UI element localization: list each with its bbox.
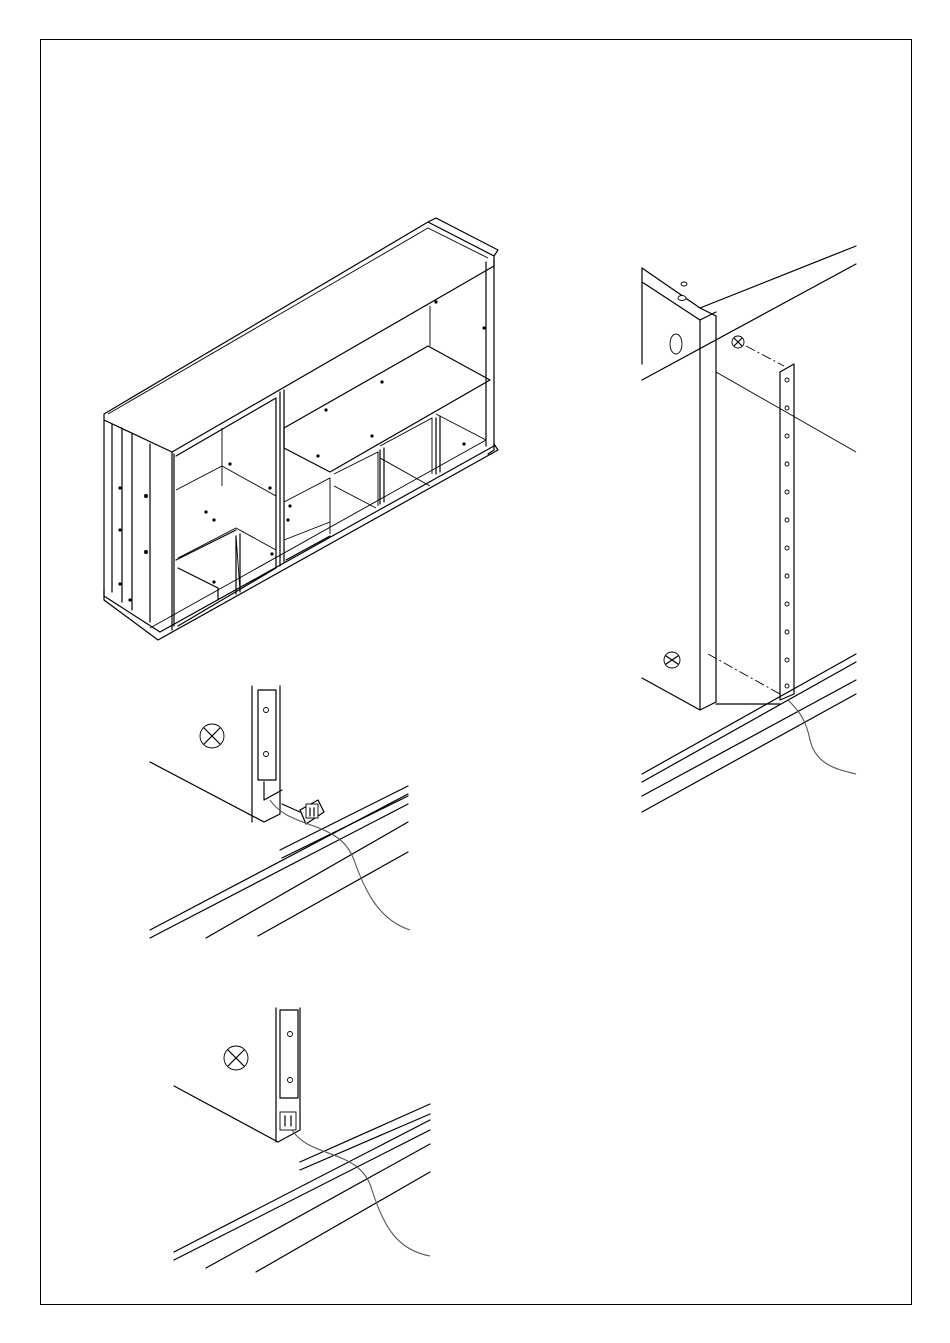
strip-light-icon: [780, 364, 794, 700]
cam-lock-icon: [664, 652, 680, 668]
led-strip-mounting-figure: [642, 246, 856, 812]
cam-lock-icon: [224, 1046, 248, 1070]
switch-installed-detail-figure: [174, 1008, 430, 1272]
cabinet-overview-figure: [104, 218, 498, 640]
cam-lock-icon: [200, 724, 224, 748]
switch-icon: [306, 804, 318, 818]
switch-icon: [280, 1112, 296, 1130]
cable-clip-detail-figure: [150, 686, 410, 938]
cam-lock-icon: [732, 336, 744, 348]
